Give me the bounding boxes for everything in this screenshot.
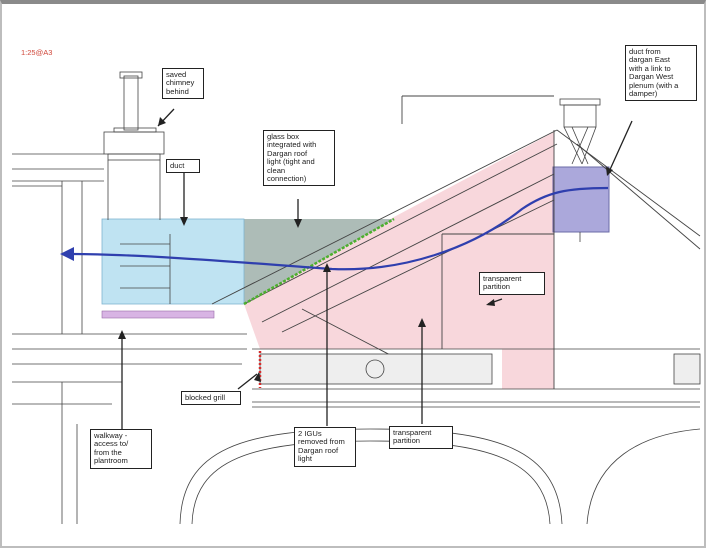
label-glass-box: glass box integrated with Dargan roof li… <box>263 130 335 187</box>
label-duct-from-dargan: duct from dargan East with a link to Dar… <box>625 45 697 102</box>
label-blocked-grill: blocked grill <box>181 391 241 406</box>
pink-partition-zone <box>244 132 554 389</box>
section-drawing <box>12 71 701 525</box>
roof-ridge-light <box>559 98 601 242</box>
label-saved-chimney: saved chimney behind <box>162 68 204 100</box>
leader-arrows <box>121 108 633 434</box>
airflow-path <box>71 186 609 271</box>
purple-duct <box>552 166 610 233</box>
left-structure <box>12 153 247 524</box>
seal-line <box>243 217 395 306</box>
label-transparent-partition-bottom: transparent partition <box>389 426 453 449</box>
walkway-grating <box>101 310 215 319</box>
label-walkway: walkway - access to/ from the plantroom <box>90 429 152 469</box>
leader-arrow-heads <box>118 117 613 382</box>
label-transparent-partition-right: transparent partition <box>479 272 545 295</box>
label-igus-removed: 2 IGUs removed from Dargan roof light <box>294 427 356 467</box>
chimney <box>103 71 165 220</box>
label-duct: duct <box>166 159 200 174</box>
scale-label: 1:25@A3 <box>21 48 53 57</box>
airflow-arrow-head <box>60 247 74 261</box>
